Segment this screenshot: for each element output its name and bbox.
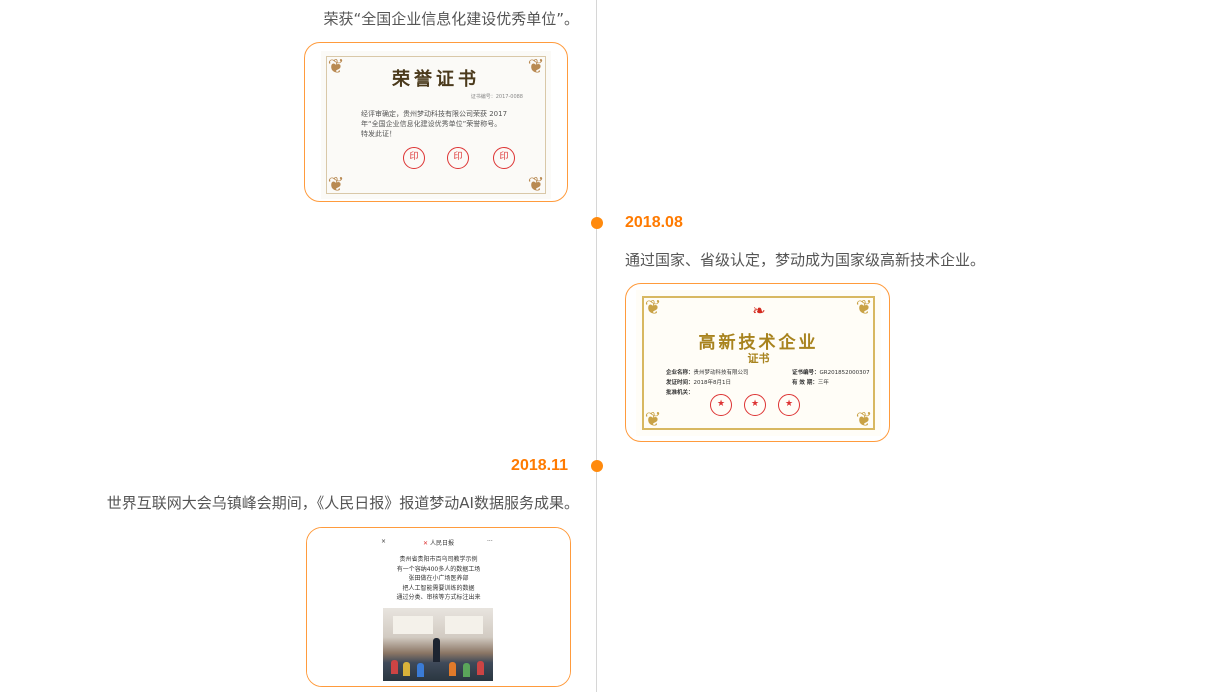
hightech-certificate-image: ❦ ❦ ❦ ❦ ❧ 高新技术企业 证书 企业名称：贵州梦动科技有限公司 证书编号…: [636, 290, 881, 436]
certificate-title: 高新技术企业: [698, 333, 819, 353]
timeline-entry-text: 荣获“全国企业信息化建设优秀单位”。: [323, 10, 579, 28]
certificate-field: 有 效 期：三年: [792, 380, 829, 386]
ornament-icon: ❦: [644, 407, 662, 431]
seal-icon: ★: [710, 394, 732, 416]
ornament-icon: ❦: [527, 172, 545, 196]
ornament-icon: ❦: [855, 407, 873, 431]
honor-certificate-card: ❦ ❦ ❦ ❦ 荣誉证书 证书编号：2017-0088 经评审确定，贵州梦动科技…: [304, 42, 568, 202]
seal-icon: ★: [744, 394, 766, 416]
article-line: 张田做在小广场医养部: [408, 575, 469, 582]
ornament-icon: ❦: [327, 172, 345, 196]
seal-icon: ★: [778, 394, 800, 416]
certificate-line: 年“全国企业信息化建设优秀单位”荣誉称号。: [361, 120, 502, 128]
ornament-icon: ❦: [644, 295, 662, 319]
article-header-bar: × ✕ 人民日报 ···: [307, 538, 570, 550]
certificate-field: 批准机关：: [666, 390, 694, 396]
certificate-subtitle: 证书: [747, 352, 770, 365]
certificate-field: 企业名称：贵州梦动科技有限公司: [666, 370, 749, 376]
ornament-icon: ❦: [855, 295, 873, 319]
timeline-date: 2018.11: [511, 457, 568, 474]
timeline-entry-text: 世界互联网大会乌镇峰会期间，《人民日报》报道梦动AI数据服务成果。: [106, 494, 579, 512]
article-line: 贵州省贵阳市百乌司教学示例: [399, 556, 478, 563]
certificate-line: 经评审确定，贵州梦动科技有限公司荣获 2017: [361, 110, 508, 118]
timeline-axis: [596, 0, 597, 692]
timeline-dot: [591, 460, 603, 472]
seal-icon: 印: [403, 147, 425, 169]
source-logo-icon: ✕: [423, 540, 430, 547]
certificate-line: 特发此证！: [361, 130, 396, 138]
article-photo: [383, 608, 493, 681]
honor-certificate-image: ❦ ❦ ❦ ❦ 荣誉证书 证书编号：2017-0088 经评审确定，贵州梦动科技…: [321, 51, 551, 199]
ornament-icon: ❦: [327, 54, 345, 78]
article-line: 通过分类、审核等方式标注出来: [396, 594, 481, 601]
timeline-dot: [591, 217, 603, 229]
article-screenshot: × ✕ 人民日报 ··· 贵州省贵阳市百乌司教学示例 有一个容纳400多人的数据…: [307, 528, 570, 686]
timeline-date: 2018.08: [625, 214, 683, 231]
article-line: 把人工智能需要训练的数据: [402, 584, 475, 592]
article-source: 人民日报: [429, 540, 454, 547]
close-icon: ×: [381, 538, 387, 545]
hightech-emblem-icon: ❧: [752, 301, 766, 320]
certificate-title: 荣誉证书: [392, 69, 480, 90]
seal-icon: 印: [493, 147, 515, 169]
more-icon: ···: [487, 538, 493, 545]
seal-icon: 印: [447, 147, 469, 169]
certificate-field: 发证时间：2018年8月1日: [666, 380, 732, 386]
news-article-card: × ✕ 人民日报 ··· 贵州省贵阳市百乌司教学示例 有一个容纳400多人的数据…: [306, 527, 571, 687]
hightech-certificate-card: ❦ ❦ ❦ ❦ ❧ 高新技术企业 证书 企业名称：贵州梦动科技有限公司 证书编号…: [625, 283, 890, 442]
certificate-number: 证书编号：2017-0088: [470, 94, 523, 100]
timeline-entry-text: 通过国家、省级认定，梦动成为国家级高新技术企业。: [625, 251, 986, 269]
article-text: 贵州省贵阳市百乌司教学示例 有一个容纳400多人的数据工场 张田做在小广场医养部…: [307, 555, 570, 603]
certificate-field: 证书编号：GR201852000307: [792, 370, 870, 376]
article-line: 有一个容纳400多人的数据工场: [396, 565, 481, 573]
ornament-icon: ❦: [527, 54, 545, 78]
